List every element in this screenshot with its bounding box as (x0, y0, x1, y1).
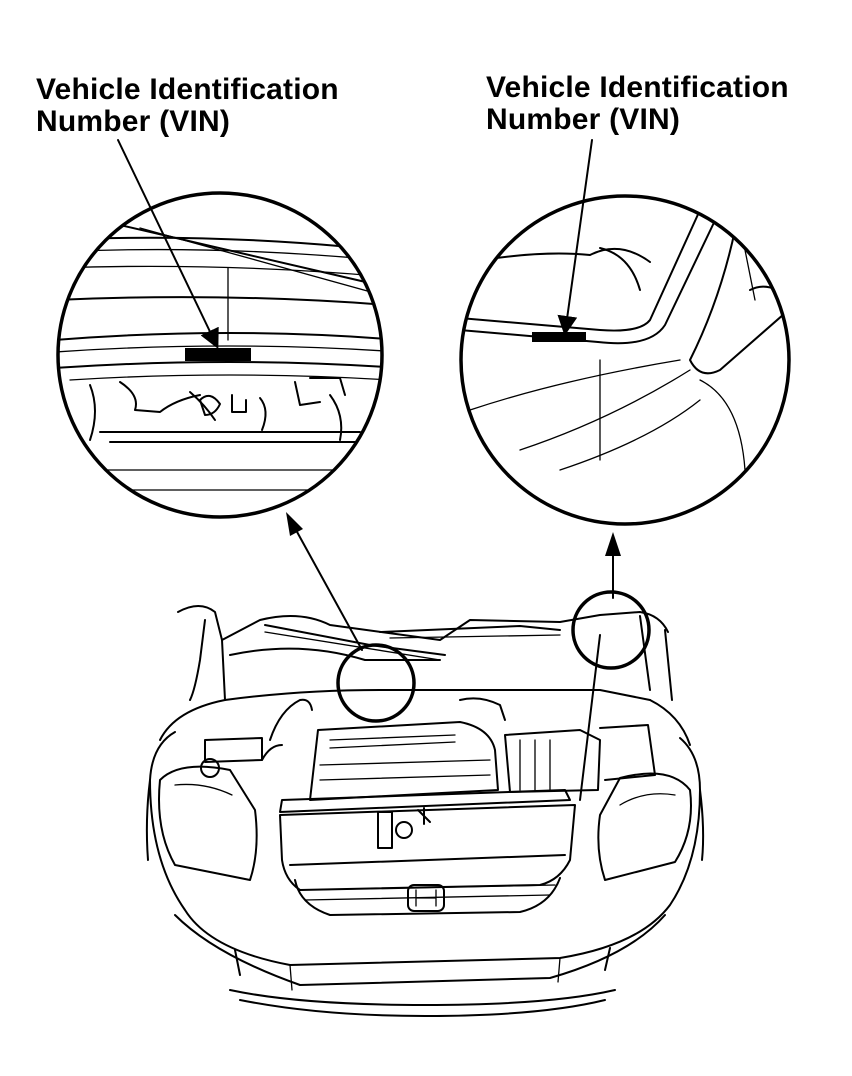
detail-circle-left (56, 139, 384, 519)
vin-location-circle-left (336, 643, 416, 723)
vin-label-left-line1: Vehicle Identification (36, 73, 339, 106)
zoom-arrow-left (286, 512, 363, 651)
detail-right-interior (461, 209, 789, 471)
vin-leader-right (557, 139, 593, 336)
vin-label-right: Vehicle Identification Number (VIN) (486, 72, 789, 136)
detail-right-border (459, 194, 791, 526)
detail-left-border (56, 191, 384, 519)
vin-plate-right (532, 332, 586, 342)
vin-plate-left (185, 348, 251, 361)
vin-label-right-line2: Number (VIN) (486, 103, 681, 136)
vin-label-right-line1: Vehicle Identification (486, 71, 789, 104)
zoom-arrow-right (605, 532, 621, 599)
vehicle-front-view (145, 605, 705, 1017)
vin-leader-left (117, 139, 219, 350)
detail-circle-right (459, 139, 791, 526)
vin-label-left: Vehicle Identification Number (VIN) (36, 74, 339, 138)
vin-location-leader-right (579, 634, 601, 801)
vin-location-circle-right (571, 590, 651, 670)
vin-label-left-line2: Number (VIN) (36, 105, 231, 138)
